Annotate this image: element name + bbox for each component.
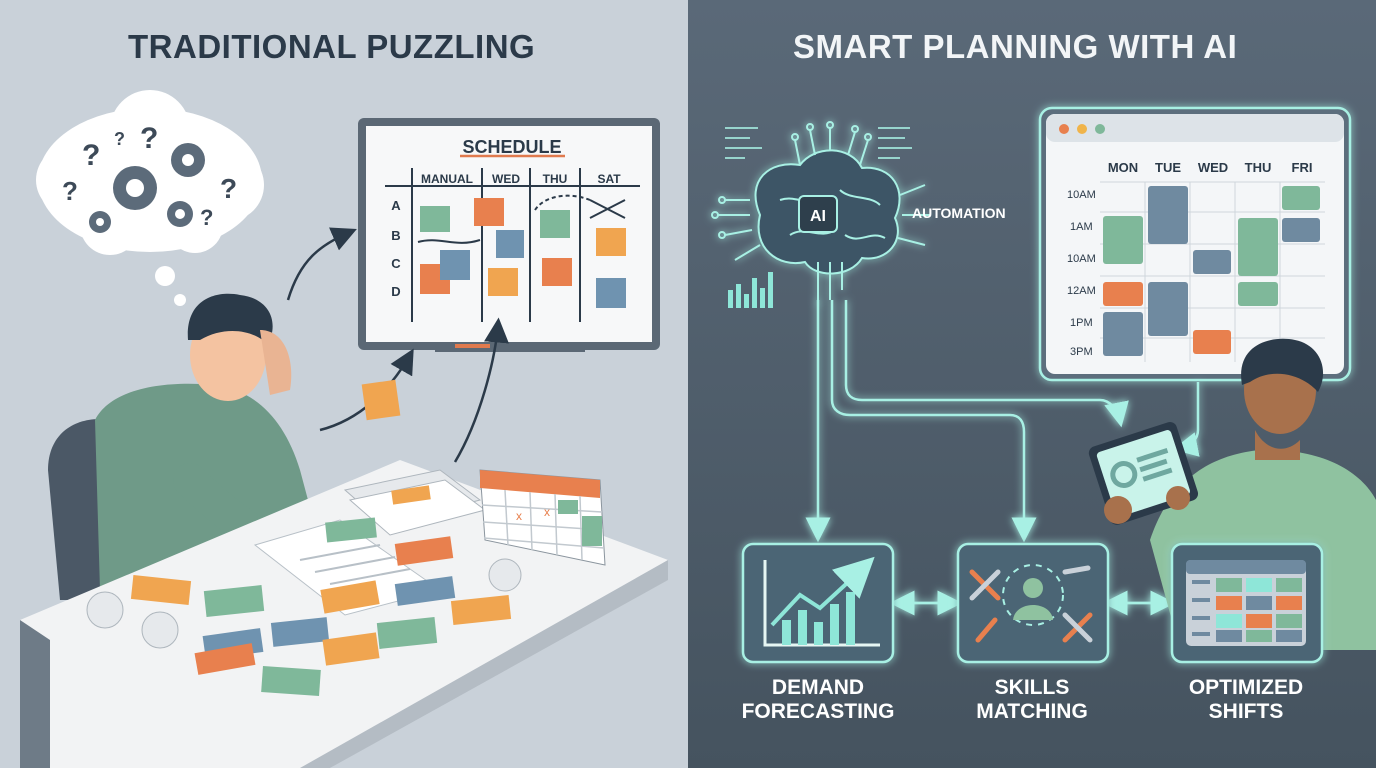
svg-text:?: ? [82, 139, 100, 172]
demand-forecasting-module [741, 542, 895, 664]
calendar-day: TUE [1155, 160, 1181, 175]
mini-bar-chart-icon [728, 272, 773, 308]
trend-up-icon [770, 556, 875, 627]
tools-icon [1193, 250, 1231, 274]
schedule-whiteboard: SCHEDULE MANUAL WED THU SAT A B C D [358, 118, 660, 352]
optimized-shifts-label: OPTIMIZED SHIFTS [1146, 676, 1346, 724]
shift-grid [1192, 578, 1302, 642]
whiteboard-row-headers: A B C D [391, 198, 401, 299]
calendar-day: WED [1198, 160, 1228, 175]
shift-block [1148, 186, 1188, 244]
tool-icon [1238, 282, 1278, 306]
automation-label: AUTOMATION [912, 205, 1006, 221]
skills-matching-module [956, 542, 1110, 664]
left-panel-title: TRADITIONAL PUZZLING [128, 28, 536, 65]
svg-text:?: ? [114, 129, 125, 149]
calendar-time: 3PM [1070, 346, 1093, 358]
module-label-line: SKILLS [994, 676, 1070, 699]
whiteboard-row: D [391, 284, 400, 299]
module-label-line: DEMAND [771, 676, 865, 699]
shift-block [1103, 312, 1143, 356]
whiteboard-row: B [391, 228, 400, 243]
left-panel: ? ? ? ? ? ? [0, 0, 688, 768]
glow-connectors [805, 300, 1200, 616]
calendar-time: 1PM [1070, 317, 1093, 329]
whiteboard-column: THU [543, 172, 568, 186]
svg-text:?: ? [220, 173, 237, 204]
desk-papers [86, 469, 522, 696]
gear-icon [89, 143, 205, 233]
calendar-day: THU [1245, 160, 1272, 175]
whiteboard-column: SAT [597, 172, 621, 186]
calendar-time: 10AM [1067, 189, 1096, 201]
ai-badge: AI [810, 208, 826, 225]
module-label-line: SHIFTS [1208, 700, 1284, 723]
user-icon [1023, 578, 1043, 598]
calendar-time: 12AM [1067, 285, 1096, 297]
calendar-day: FRI [1292, 160, 1313, 175]
calendar-time: 10AM [1067, 253, 1096, 265]
whiteboard-row: A [391, 198, 401, 213]
svg-text:?: ? [200, 205, 213, 230]
svg-text:x: x [544, 505, 550, 519]
worker-icon [1193, 330, 1231, 354]
window-close-icon [1059, 124, 1069, 134]
data-lines-icon [725, 127, 912, 159]
window-minimize-icon [1077, 124, 1087, 134]
shift-block [1238, 218, 1278, 276]
whiteboard-column: WED [492, 172, 520, 186]
module-label-line: MATCHING [976, 700, 1088, 723]
shift-block [1148, 282, 1188, 336]
right-panel: AI AUTOMATION [688, 0, 1376, 768]
thought-cloud: ? ? ? ? ? ? [36, 90, 264, 306]
wrench-icon [1282, 186, 1320, 210]
whiteboard-column: MANUAL [421, 172, 473, 186]
module-label-line: OPTIMIZED [1188, 676, 1304, 699]
right-panel-title: SMART PLANNING WITH AI [793, 28, 1238, 65]
calendar-time: 1AM [1070, 221, 1093, 233]
module-label-line: FORECASTING [741, 700, 895, 723]
svg-text:?: ? [62, 176, 78, 206]
optimized-shifts-module [1170, 542, 1324, 664]
ai-calendar-window: MON TUE WED THU FRI 10AM 1AM 10AM 12AM 1… [1038, 106, 1352, 382]
window-maximize-icon [1095, 124, 1105, 134]
ai-chip [798, 195, 838, 233]
whiteboard-column-headers: MANUAL WED THU SAT [421, 172, 621, 186]
desk-calendar: x x [479, 469, 606, 566]
flying-sticky-note [361, 379, 401, 421]
svg-text:?: ? [140, 122, 158, 155]
svg-text:x: x [516, 509, 522, 523]
shift-block [1103, 216, 1143, 264]
calendar-day: MON [1108, 160, 1138, 175]
skills-matching-label: SKILLS MATCHING [932, 676, 1132, 724]
board-notes [417, 194, 626, 308]
question-mark-icon: ? ? ? ? ? ? [62, 122, 237, 230]
worker-icon [1282, 218, 1320, 242]
person-icon [1103, 282, 1143, 306]
whiteboard-row: C [391, 256, 401, 271]
demand-forecasting-label: DEMAND FORECASTING [718, 676, 918, 724]
whiteboard-title: SCHEDULE [462, 137, 561, 157]
